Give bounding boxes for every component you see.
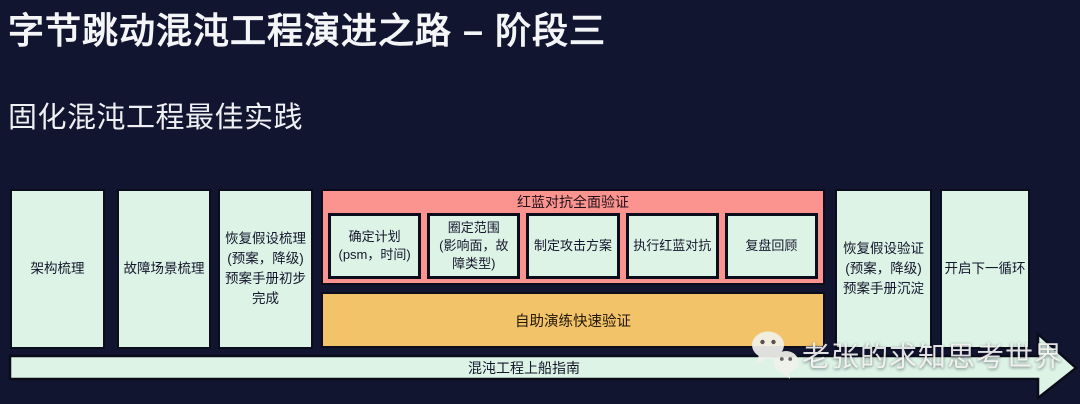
step-box-architecture: 架构梳理 (10, 189, 105, 349)
red-blue-steps-row: 确定计划 (psm，时间) 圈定范围 (影响面，故 障类型) 制定攻击方案 执行… (323, 213, 823, 283)
watermark-text: 老张的求知思考世界 (802, 341, 1064, 372)
page-subtitle: 固化混沌工程最佳实践 (8, 102, 304, 134)
red-blue-section-title: 红蓝对抗全面验证 (517, 194, 629, 210)
rb-step-plan: 确定计划 (psm，时间) (328, 213, 422, 279)
step-box-recovery-hypothesis: 恢复假设梳理 (预案，降级) 预案手册初步 完成 (218, 189, 313, 349)
rb-step-attack-plan: 制定攻击方案 (526, 213, 620, 279)
bottom-arrow-label: 混沌工程上船指南 (468, 359, 580, 376)
rb-step-review: 复盘回顾 (724, 213, 819, 279)
step-box-next-loop: 开启下一循环 (940, 189, 1030, 349)
rb-step-scope: 圈定范围 (影响面，故 障类型) (427, 213, 521, 279)
page-title: 字节跳动混沌工程演进之路 – 阶段三 (8, 10, 607, 51)
watermark: 老张的求知思考世界 (748, 328, 1063, 382)
step-box-recovery-verify: 恢复假设验证 (预案，降级) 预案手册沉淀 (835, 189, 932, 349)
red-blue-section: 红蓝对抗全面验证 确定计划 (psm，时间) 圈定范围 (影响面，故 障类型) … (321, 189, 825, 285)
step-box-fault-scenarios: 故障场景梳理 (117, 189, 211, 349)
rb-step-execute: 执行红蓝对抗 (625, 213, 719, 279)
self-service-drill-box: 自助演练快速验证 (321, 292, 825, 348)
wechat-icon (752, 331, 799, 379)
